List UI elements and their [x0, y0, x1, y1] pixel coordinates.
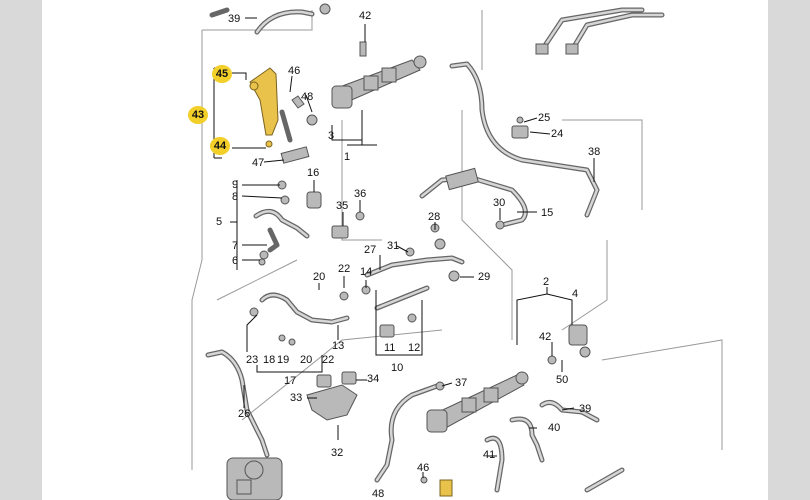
pipe-38-15 [419, 167, 528, 230]
fuel-rail-bottom [426, 371, 529, 433]
label-45-highlight: 45 [212, 65, 232, 83]
label-9: 9 [232, 179, 239, 191]
label-19: 19 [277, 354, 290, 366]
label-1: 1 [344, 151, 351, 163]
label-46-bottom: 46 [417, 462, 430, 474]
label-31: 31 [387, 240, 400, 252]
pipe-26 [205, 349, 270, 458]
label-20-low: 20 [300, 354, 313, 366]
label-7: 7 [232, 240, 239, 252]
label-30: 30 [493, 197, 506, 209]
pipe-37 [374, 381, 445, 483]
leader-lines [213, 17, 595, 478]
label-18: 18 [263, 354, 276, 366]
pipes-bottom-right [484, 399, 625, 493]
label-50: 50 [556, 374, 569, 386]
pipe-5 [253, 180, 310, 266]
label-27: 27 [364, 244, 377, 256]
bottom-connector [420, 476, 453, 497]
label-12: 12 [408, 342, 421, 354]
label-20-mid: 20 [313, 271, 326, 283]
label-44-highlight: 44 [210, 137, 230, 155]
pipe-14 [339, 285, 430, 338]
label-37: 37 [455, 377, 468, 389]
pipe-17 [249, 292, 350, 346]
label-42-right: 42 [539, 331, 552, 343]
label-26: 26 [238, 408, 251, 420]
label-47: 47 [252, 157, 265, 169]
label-8: 8 [232, 191, 239, 203]
top-right-pipes [535, 7, 665, 55]
label-42-top: 42 [359, 10, 372, 22]
high-pressure-pump [226, 457, 283, 500]
label-15: 15 [541, 207, 554, 219]
injector-assembly [249, 67, 318, 164]
sensor-24-25 [511, 116, 529, 139]
label-14: 14 [360, 266, 373, 278]
label-28: 28 [428, 211, 441, 223]
label-2: 2 [543, 276, 550, 288]
return-pipe [449, 61, 600, 218]
label-22-low: 22 [322, 354, 335, 366]
label-25: 25 [538, 112, 551, 124]
parts-diagram: 39 42 45 46 43 48 3 1 44 47 25 24 9 8 16… [42, 0, 768, 500]
label-43-highlight: 43 [188, 106, 208, 124]
label-29: 29 [478, 271, 491, 283]
label-13: 13 [332, 340, 345, 352]
label-5: 5 [216, 216, 223, 228]
label-17: 17 [284, 375, 297, 387]
label-48-top: 48 [301, 91, 314, 103]
label-35: 35 [336, 200, 349, 212]
fuel-rail-top [331, 41, 427, 109]
bracket-32 [306, 371, 358, 421]
label-6: 6 [232, 255, 239, 267]
label-22-mid: 22 [338, 263, 351, 275]
label-24: 24 [551, 128, 564, 140]
label-36: 36 [354, 188, 367, 200]
label-41: 41 [483, 449, 496, 461]
label-33: 33 [290, 392, 303, 404]
label-38: 38 [588, 146, 601, 158]
label-34: 34 [367, 373, 380, 385]
label-32: 32 [331, 447, 344, 459]
pressure-sensor-4 [547, 324, 591, 365]
label-16: 16 [307, 167, 320, 179]
label-3: 3 [328, 130, 335, 142]
pipe-27 [364, 223, 465, 282]
label-11: 11 [384, 342, 396, 354]
label-40: 40 [548, 422, 561, 434]
label-10: 10 [391, 362, 404, 374]
pipe-39-top [209, 3, 331, 35]
label-39-bottom: 39 [579, 403, 592, 415]
label-4: 4 [572, 288, 579, 300]
label-46-top: 46 [288, 65, 301, 77]
label-23: 23 [246, 354, 259, 366]
label-39-top: 39 [228, 13, 241, 25]
frame-lines [191, 10, 723, 470]
label-48-bottom: 48 [372, 488, 385, 500]
diagram-drawing [191, 3, 723, 500]
